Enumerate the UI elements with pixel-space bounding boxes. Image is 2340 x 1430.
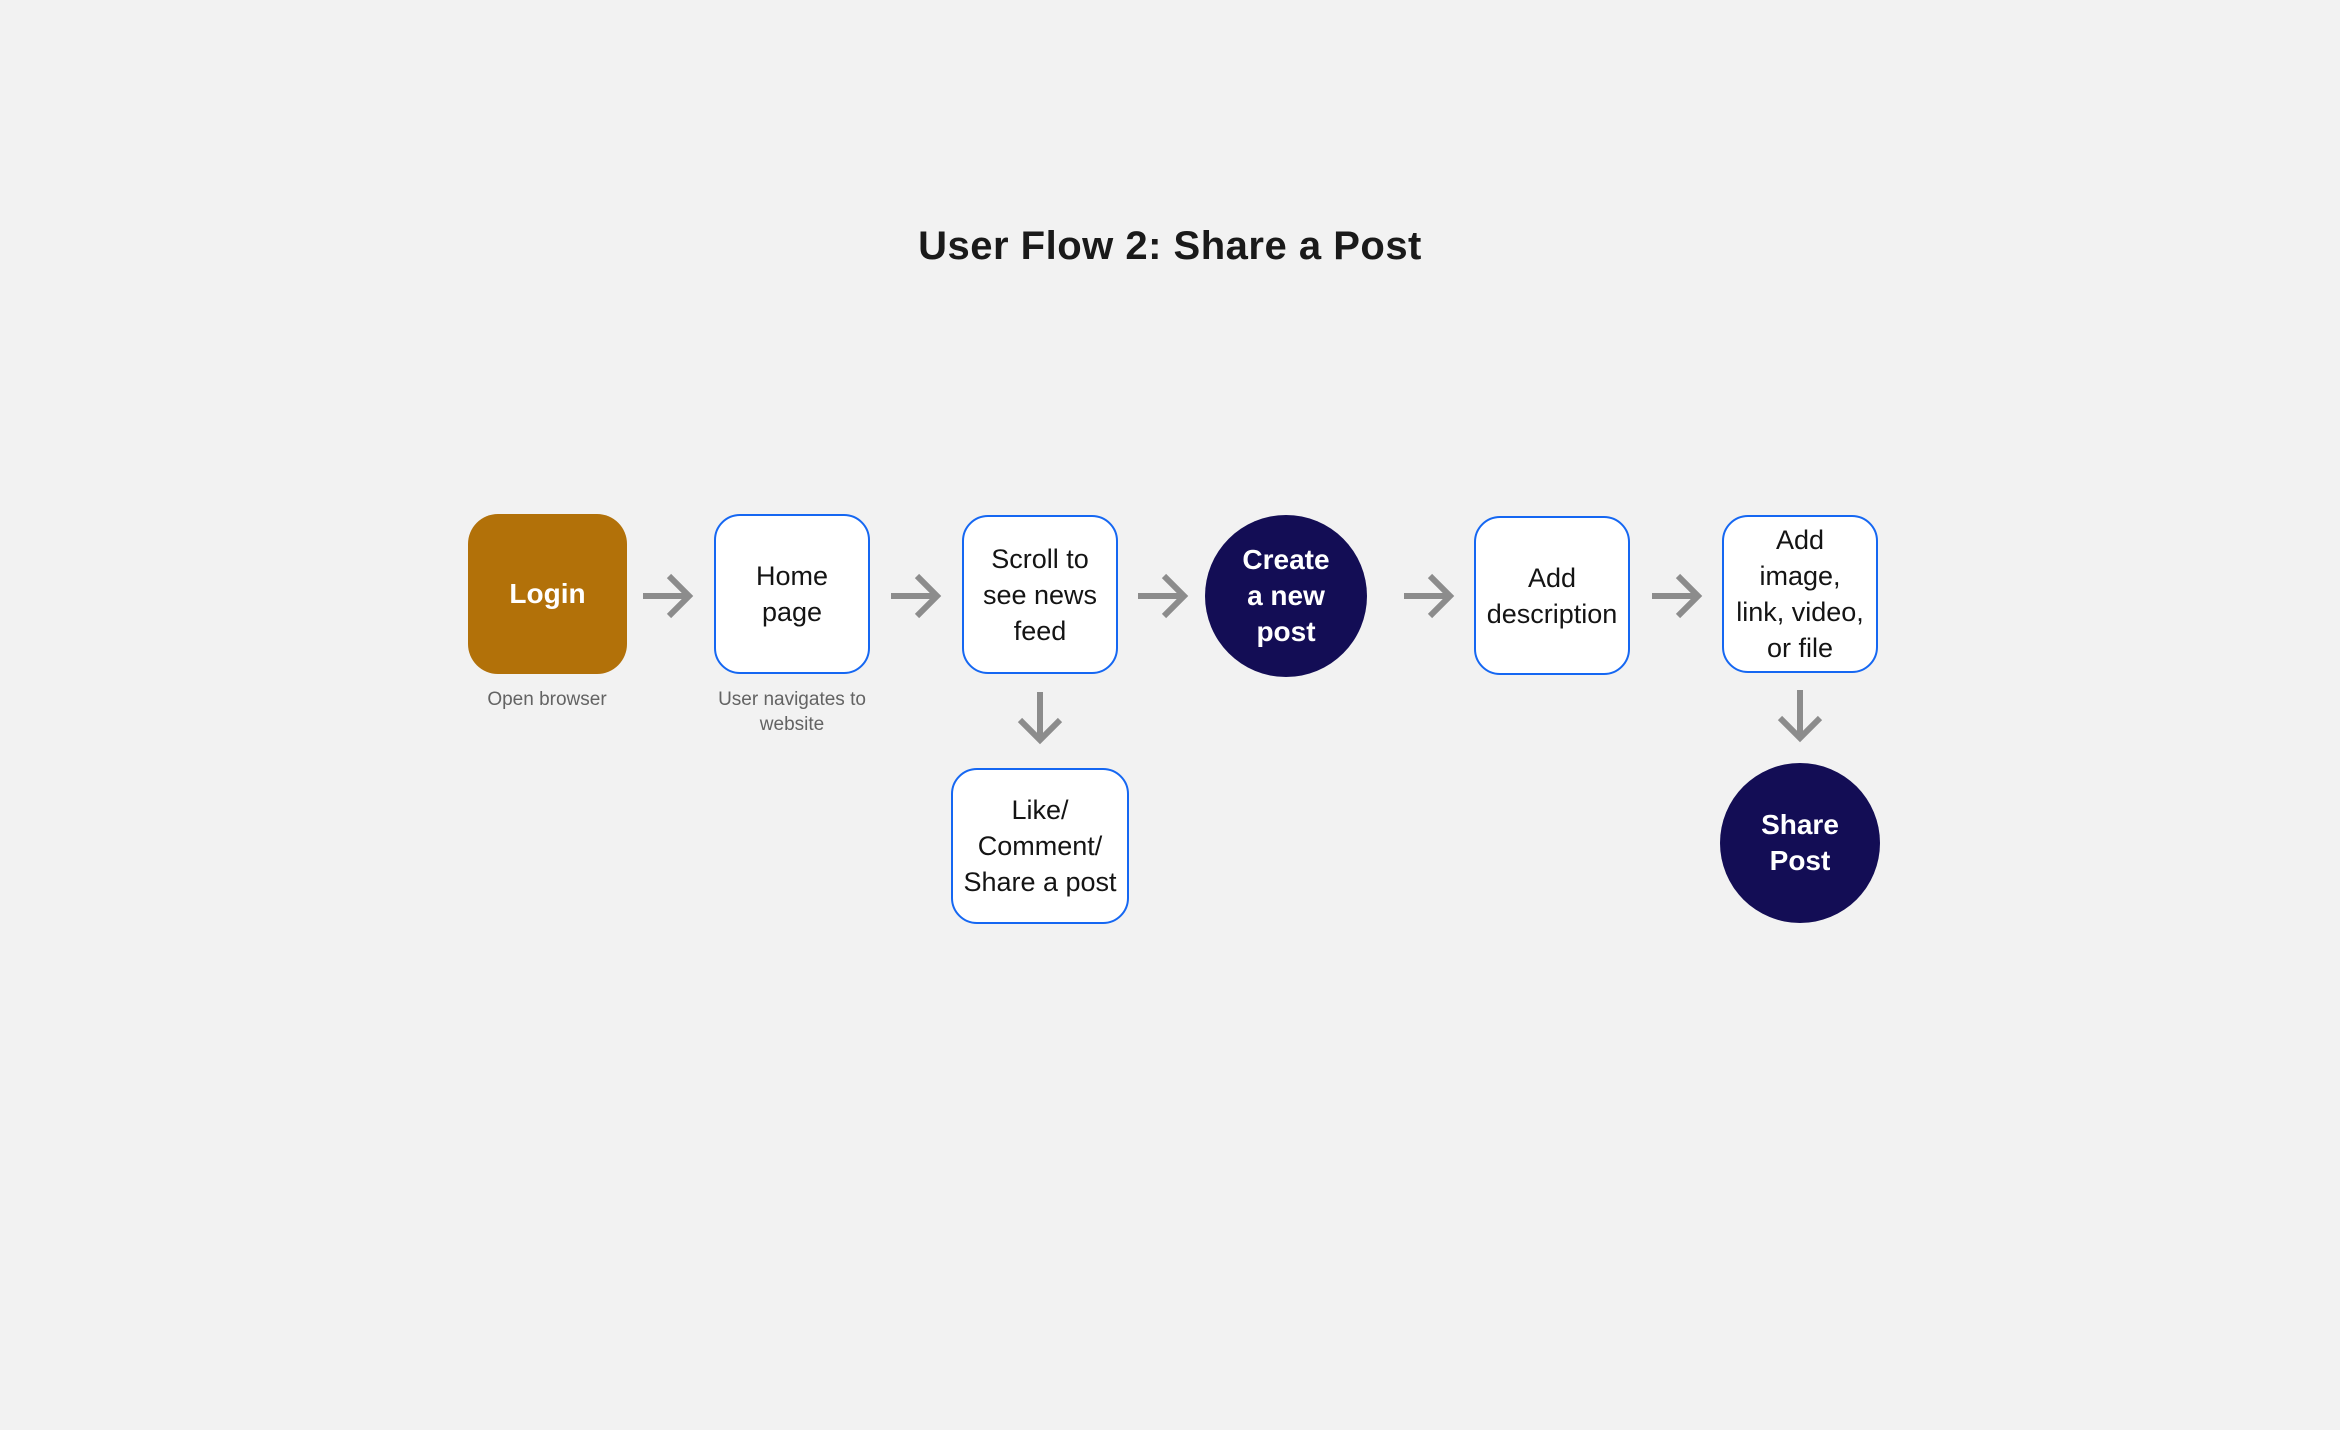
page-title: User Flow 2: Share a Post <box>918 224 1422 268</box>
arrow-right-icon <box>1403 573 1455 619</box>
node-add-description: Add description <box>1474 516 1630 675</box>
arrow-right-icon <box>1137 573 1189 619</box>
arrow-right-icon <box>1651 573 1703 619</box>
node-add-attachments: Add image, link, video, or file <box>1722 515 1878 673</box>
arrow-down-icon <box>1777 689 1823 743</box>
node-like-comment-share: Like/ Comment/ Share a post <box>951 768 1129 924</box>
node-home-page-label: Home page <box>755 561 829 627</box>
node-scroll-news-feed: Scroll to see news feed <box>962 515 1118 674</box>
node-create-new-post: Create a new post <box>1205 515 1367 677</box>
node-add-description-label: Add description <box>1486 562 1618 629</box>
node-scroll-news-feed-label: Scroll to see news feed <box>982 543 1098 646</box>
node-share-post-label: Share Post <box>1761 809 1839 876</box>
arrow-right-icon <box>642 573 694 619</box>
arrow-down-icon <box>1017 691 1063 745</box>
node-login: Login <box>468 514 627 674</box>
arrow-right-icon <box>890 573 942 619</box>
node-login-label: Login <box>509 578 586 609</box>
node-share-post: Share Post <box>1720 763 1880 923</box>
node-add-attachments-label: Add image, link, video, or file <box>1736 525 1864 663</box>
node-home-page: Home page <box>714 514 870 674</box>
caption-open-browser: Open browser <box>487 689 607 710</box>
caption-user-navigates: User navigates to website <box>718 689 866 735</box>
node-create-new-post-label: Create a new post <box>1242 544 1330 647</box>
node-like-comment-share-label: Like/ Comment/ Share a post <box>963 795 1117 897</box>
